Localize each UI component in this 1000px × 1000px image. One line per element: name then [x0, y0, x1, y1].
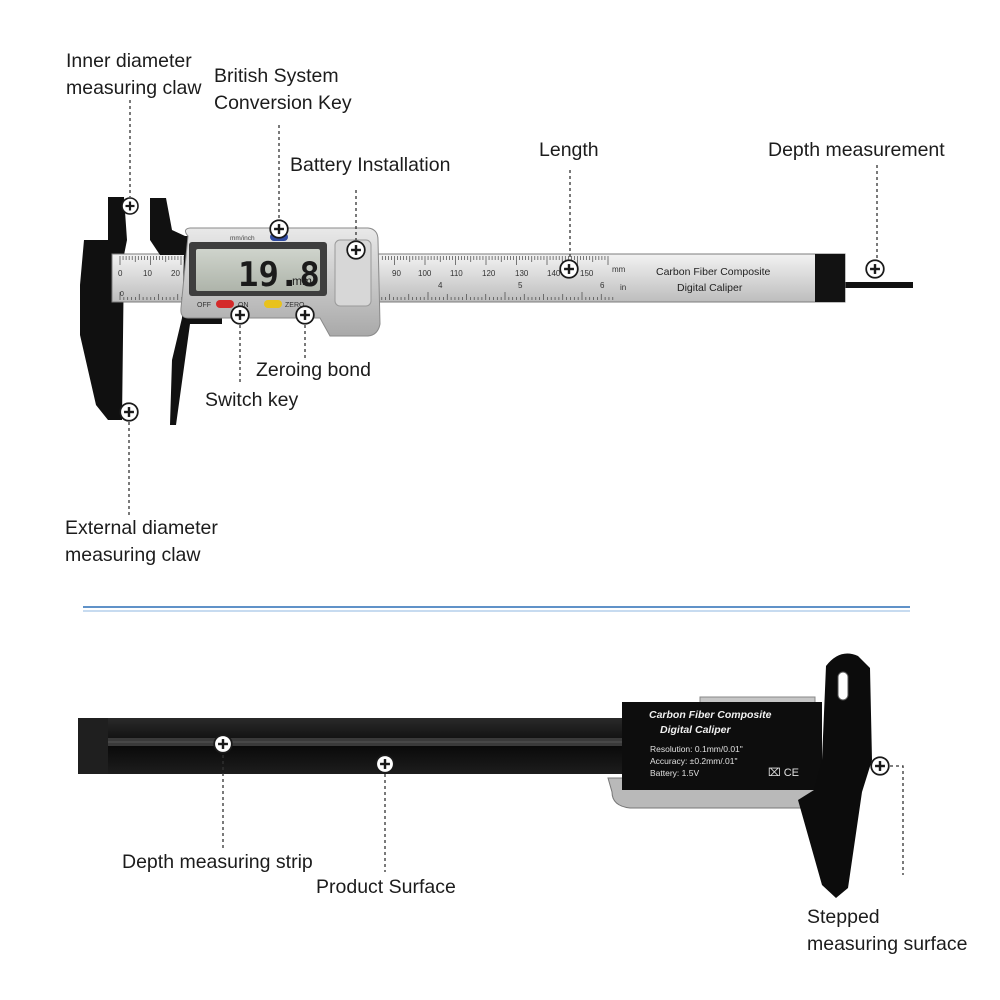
- callout-length: Length: [539, 139, 599, 161]
- spec-resolution: Resolution: 0.1mm/0.01": [650, 744, 743, 754]
- off-label: OFF: [197, 302, 211, 309]
- inch-scale-number: 5: [518, 281, 523, 290]
- mm-unit: mm: [612, 265, 626, 274]
- mm-scale-number: 0: [118, 269, 123, 278]
- plus-marker-icon: [120, 196, 140, 216]
- spec-battery: Battery: 1.5V: [650, 768, 699, 778]
- callout-inner-diameter-claw: Inner diameter measuring claw: [66, 50, 202, 99]
- plus-marker-icon: [212, 733, 234, 755]
- callout-external-diameter-claw: External diameter measuring claw: [65, 517, 218, 566]
- callout-battery-installation: Battery Installation: [290, 154, 451, 176]
- bottom-fixed-jaw: [798, 653, 872, 898]
- plus-marker-icon: [374, 753, 396, 775]
- spec-label-block: [622, 702, 822, 790]
- plus-marker-icon: [118, 401, 140, 423]
- spec-accuracy: Accuracy: ±0.2mm/.01": [650, 756, 738, 766]
- top-caliper: 0 10 20 90 100 110 120 130 140 150 mm 0 …: [80, 197, 913, 425]
- on-label: ON: [238, 302, 249, 309]
- callout-depth-measuring-strip: Depth measuring strip: [122, 851, 313, 873]
- spec-subtitle: Digital Caliper: [660, 724, 732, 736]
- unit-key-label: mm/inch: [230, 235, 255, 242]
- beam-scale-ticks: [119, 256, 614, 300]
- mm-scale-number: 120: [482, 269, 496, 278]
- lcd-screen: [196, 249, 320, 291]
- plus-marker-icon: [345, 239, 367, 261]
- callout-switch-key: Switch key: [205, 389, 299, 411]
- mm-scale-number: 10: [143, 269, 152, 278]
- mm-scale-number: 130: [515, 269, 529, 278]
- jaw-slot: [837, 671, 849, 701]
- inch-unit: in: [620, 283, 626, 292]
- beam-subtitle: Digital Caliper: [677, 282, 743, 294]
- mm-scale-number: 140: [547, 269, 561, 278]
- fixed-jaw: [80, 197, 127, 420]
- zero-label: ZERO: [285, 302, 305, 309]
- inch-scale-number: 6: [600, 281, 605, 290]
- mm-scale-number: 20: [171, 269, 180, 278]
- off-on-button[interactable]: [216, 300, 234, 308]
- inch-scale-number: 0: [120, 291, 124, 298]
- lcd-reading: 19.8: [238, 255, 320, 295]
- plus-marker-icon: [864, 258, 886, 280]
- plus-marker-icon: [268, 218, 290, 240]
- spec-title: Carbon Fiber Composite: [649, 709, 772, 721]
- ce-marks: ⌧ CE: [768, 767, 799, 779]
- mm-scale-number: 90: [392, 269, 401, 278]
- depth-rod: [830, 282, 913, 288]
- callout-british-conversion-key: British System Conversion Key: [214, 65, 352, 114]
- plus-marker-icon: [294, 304, 316, 326]
- callout-stepped-measuring-surface: Stepped measuring surface: [807, 906, 968, 955]
- inch-scale-number: 4: [438, 281, 443, 290]
- plus-marker-icon: [558, 258, 580, 280]
- zero-button[interactable]: [264, 300, 282, 308]
- mm-scale-number: 100: [418, 269, 432, 278]
- mm-scale-number: 150: [580, 269, 594, 278]
- callout-depth-measurement: Depth measurement: [768, 139, 945, 161]
- callout-product-surface: Product Surface: [316, 876, 456, 898]
- lcd-unit: mm: [292, 274, 312, 288]
- mm-scale-number: 110: [450, 269, 463, 278]
- plus-marker-icon: [229, 304, 251, 326]
- bottom-leader-lines: [222, 755, 904, 875]
- beam-end: [78, 718, 108, 774]
- plus-marker-icon: [869, 755, 891, 777]
- top-leader-lines: [128, 100, 878, 515]
- section-divider: [83, 606, 910, 612]
- beam-title: Carbon Fiber Composite: [656, 266, 771, 278]
- beam-end-cap: [815, 254, 845, 302]
- callout-zeroing-bond: Zeroing bond: [256, 359, 371, 381]
- bottom-caliper: Carbon Fiber Composite Digital Caliper R…: [78, 653, 872, 898]
